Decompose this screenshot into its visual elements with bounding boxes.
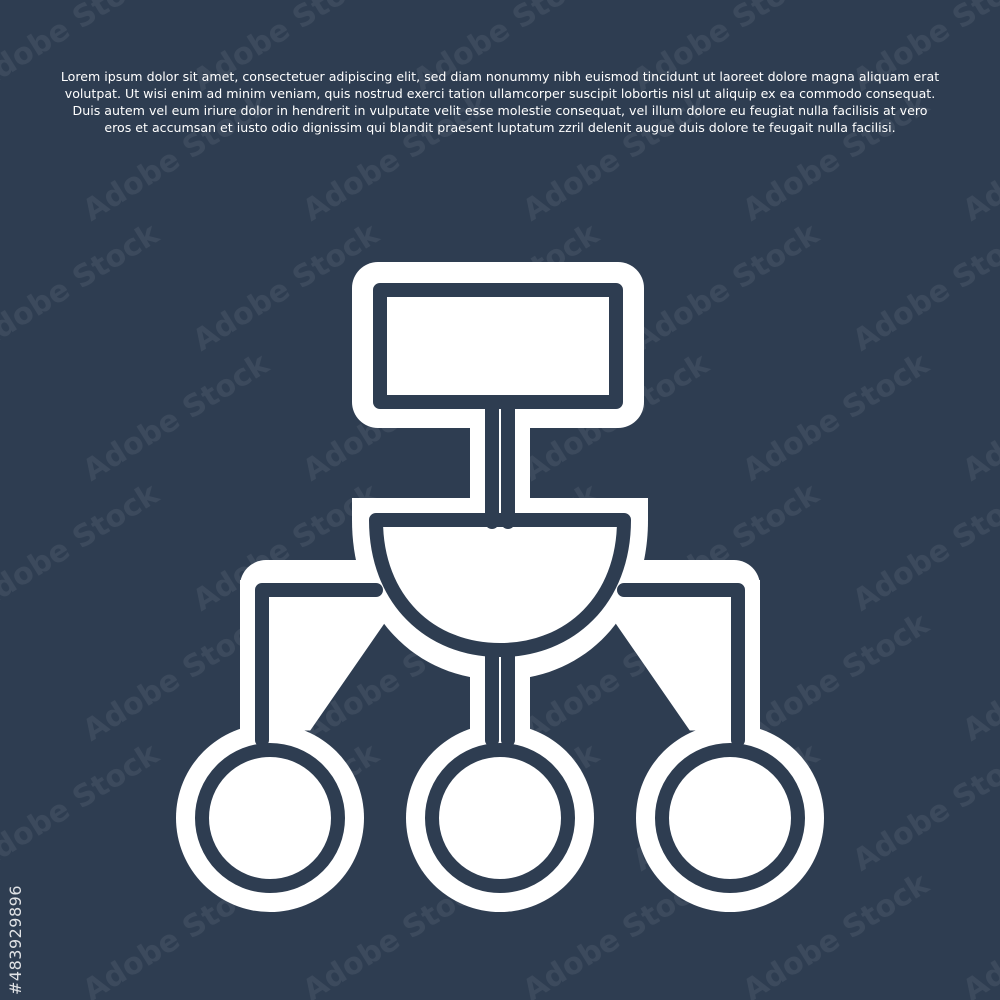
stock-id-label: #483929896 xyxy=(6,884,25,995)
caption-text: Lorem ipsum dolor sit amet, consectetuer… xyxy=(60,69,940,135)
